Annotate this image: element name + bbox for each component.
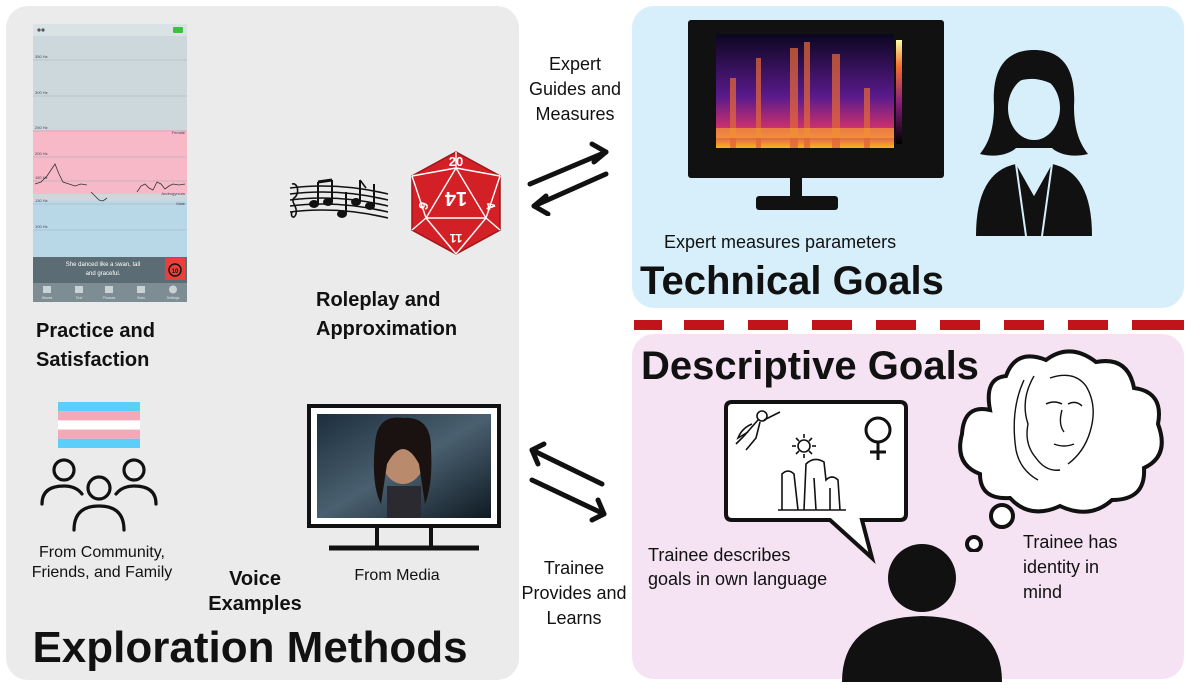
- media-monitor-icon: [307, 404, 501, 551]
- voice-examples-label: Voice Examples: [208, 568, 302, 615]
- community-people-icon: [40, 458, 158, 532]
- stats-icon: [137, 286, 145, 293]
- pitch-label: 200 Hz: [35, 151, 48, 156]
- prompt-text-line1: She danced like a swan, tall: [66, 262, 140, 268]
- expert-person-icon: [976, 50, 1092, 236]
- practice-satisfaction-label: Practice and Satisfaction: [36, 320, 155, 371]
- music-notes-icon: [289, 178, 389, 219]
- dice-number: 9: [415, 200, 432, 212]
- pitch-label: 350 Hz: [35, 54, 48, 59]
- range-label: Androgynous: [161, 191, 185, 196]
- prompt-bar: [33, 257, 187, 283]
- pitch-trace: [34, 163, 88, 187]
- media-source-label: From Media: [354, 567, 440, 584]
- text-icon: [75, 286, 83, 293]
- superhero-icon: [735, 410, 781, 451]
- d20-dice-icon: 20 14 9 4 11: [411, 151, 501, 255]
- pitch-label: 250 Hz: [35, 125, 48, 130]
- transgender-flag-icon: [58, 402, 140, 448]
- colorbar: [896, 40, 902, 144]
- trainee-identity-label: Trainee has identity in mind: [1023, 532, 1118, 602]
- venus-symbol-icon: [864, 416, 892, 460]
- spectrogram-monitor-icon: [688, 20, 944, 210]
- phrases-icon: [105, 286, 113, 293]
- female-range-band: [33, 130, 187, 194]
- pitch-label: 100 Hz: [35, 224, 48, 229]
- trainee-describes-label: Trainee describes goals in own language: [648, 545, 828, 589]
- roleplay-approximation-label: Roleplay and Approximation: [316, 289, 458, 340]
- exchange-arrows-top-icon: [527, 141, 609, 216]
- pitch-label: 300 Hz: [35, 90, 48, 95]
- pitch-trace: [90, 191, 108, 202]
- settings-icon: [169, 285, 177, 294]
- expert-guides-label: Expert Guides and Measures: [528, 54, 622, 124]
- descriptive-goals-title: Descriptive Goals: [641, 344, 979, 388]
- male-range-band: [33, 201, 187, 257]
- nav-label: Stats: [137, 296, 145, 300]
- prompt-text-line2: and graceful.: [86, 271, 121, 277]
- technical-goals-title: Technical Goals: [640, 259, 944, 303]
- exchange-arrows-bottom-icon: [529, 441, 607, 523]
- dice-number: 20: [449, 154, 463, 169]
- face-line-art: [1013, 374, 1094, 481]
- dice-number: 14: [444, 187, 467, 209]
- trainee-person-icon: [842, 544, 1002, 682]
- rock-formation-icon: [778, 458, 846, 511]
- nav-label: Waves: [42, 296, 53, 300]
- nav-label: Settings: [167, 296, 180, 300]
- dice-number: 11: [449, 231, 462, 245]
- waves-icon: [43, 286, 51, 293]
- replay-count: 10: [172, 269, 179, 275]
- pitch-trace: [136, 181, 186, 193]
- nav-label: Text: [76, 296, 82, 300]
- pitch-label: 150 Hz: [35, 175, 48, 180]
- range-label: Female: [172, 130, 186, 135]
- nav-label: Phrases: [103, 296, 116, 300]
- pitch-label: 130 Hz: [35, 198, 48, 203]
- expert-measures-label: Expert measures parameters: [664, 232, 897, 252]
- trainee-provides-label: Trainee Provides and Learns: [521, 558, 627, 628]
- community-source-label: From Community, Friends, and Family: [31, 544, 173, 581]
- replay-button[interactable]: [165, 258, 185, 280]
- pitch-app-screenshot: 350 Hz 300 Hz 250 Hz 200 Hz 150 Hz 130 H…: [33, 24, 187, 302]
- thought-cloud-icon: [958, 349, 1164, 552]
- speech-bubble-icon: [724, 400, 908, 564]
- sun-icon: [792, 434, 816, 458]
- exploration-methods-title: Exploration Methods: [32, 623, 468, 672]
- range-label: Male: [176, 201, 185, 206]
